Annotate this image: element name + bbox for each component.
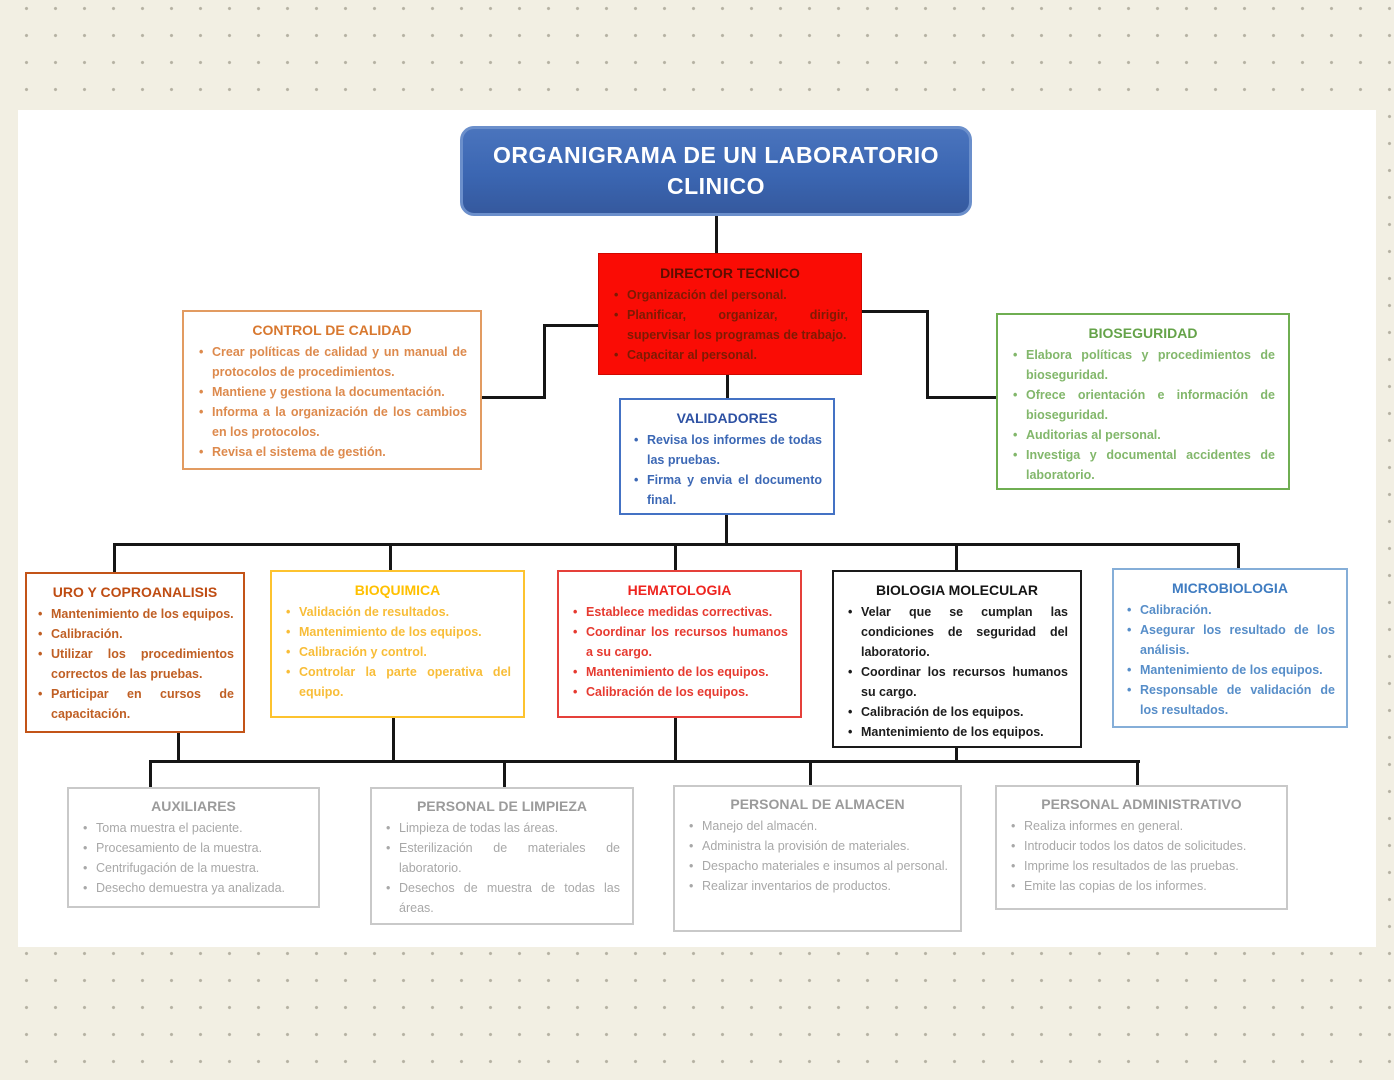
node-uro-y-coproanalisis: URO Y COPROANALISIS Mantenimiento de los…	[25, 572, 245, 733]
connector-director-left-v	[543, 324, 546, 399]
bullet-item: Responsable de validación de los resulta…	[1125, 680, 1335, 720]
node-control-de-calidad: CONTROL DE CALIDAD Crear políticas de ca…	[182, 310, 482, 470]
bullet-item: Mantenimiento de los equipos.	[284, 622, 511, 642]
bullet-item: Imprime los resultados de las pruebas.	[1009, 856, 1274, 876]
node-personal-administrativo: PERSONAL ADMINISTRATIVO Realiza informes…	[995, 785, 1288, 910]
bullet-item: Despacho materiales e insumos al persona…	[687, 856, 948, 876]
bullet-item: Mantiene y gestiona la documentación.	[197, 382, 467, 402]
bullet-item: Capacitar al personal.	[612, 345, 848, 365]
node-title: HEMATOLOGIA	[627, 582, 732, 598]
bullet-item: Auditorias al personal.	[1011, 425, 1275, 445]
connector-uro-bus2	[177, 733, 180, 762]
bullet-item: Organización del personal.	[612, 285, 848, 305]
bullet-item: Emite las copias de los informes.	[1009, 876, 1274, 896]
node-bioquimica: BIOQUIMICA Validación de resultados. Man…	[270, 570, 525, 718]
bullet-item: Realizar inventarios de productos.	[687, 876, 948, 896]
bullet-item: Introducir todos los datos de solicitude…	[1009, 836, 1274, 856]
bullet-item: Administra la provisión de materiales.	[687, 836, 948, 856]
node-personal-de-almacen: PERSONAL DE ALMACEN Manejo del almacén. …	[673, 785, 962, 932]
connector-director-validadores	[726, 374, 729, 399]
connector-drop-administrativo	[1136, 760, 1139, 785]
connector-director-left-h1	[543, 324, 599, 327]
bullet-item: Coordinar los recursos humanos su cargo.	[846, 662, 1068, 702]
node-validadores: VALIDADORES Revisa los informes de todas…	[619, 398, 835, 515]
node-title: AUXILIARES	[151, 798, 236, 814]
bullet-item: Calibración de los equipos.	[571, 682, 788, 702]
bullet-item: Firma y envia el documento final.	[632, 470, 822, 510]
node-title: BIOSEGURIDAD	[1088, 325, 1198, 341]
bullet-item: Calibración y control.	[284, 642, 511, 662]
connector-bus-row3	[149, 760, 1140, 763]
bullet-item: Centrifugación de la muestra.	[81, 858, 306, 878]
bullet-item: Calibración de los equipos.	[846, 702, 1068, 722]
bullet-item: Crear políticas de calidad y un manual d…	[197, 342, 467, 382]
connector-director-left-h2	[482, 396, 546, 399]
bullet-item: Planificar, organizar, dirigir, supervis…	[612, 305, 848, 345]
node-title: CONTROL DE CALIDAD	[252, 322, 412, 338]
connector-drop-microbiologia	[1237, 543, 1240, 568]
node-personal-de-limpieza: PERSONAL DE LIMPIEZA Limpieza de todas l…	[370, 787, 634, 925]
connector-validadores-bus	[725, 515, 728, 545]
bullet-item: Procesamiento de la muestra.	[81, 838, 306, 858]
connector-bioquimica-bus2	[392, 718, 395, 762]
node-auxiliares: AUXILIARES Toma muestra el paciente. Pro…	[67, 787, 320, 908]
node-title: PERSONAL DE LIMPIEZA	[416, 798, 588, 814]
bullet-item: Desecho demuestra ya analizada.	[81, 878, 306, 898]
bullet-item: Validación de resultados.	[284, 602, 511, 622]
bullet-item: Manejo del almacén.	[687, 816, 948, 836]
bullet-item: Utilizar los procedimientos correctos de…	[36, 644, 234, 684]
node-title: BIOQUIMICA	[354, 582, 441, 598]
bullet-item: Ofrece orientación e información de bios…	[1011, 385, 1275, 425]
node-title: DIRECTOR TECNICO	[660, 265, 800, 281]
node-title: PERSONAL ADMINISTRATIVO	[1041, 796, 1242, 812]
bullet-item: Investiga y documental accidentes de lab…	[1011, 445, 1275, 485]
node-title: BIOLOGIA MOLECULAR	[875, 582, 1039, 598]
connector-drop-uro	[113, 543, 116, 572]
bullet-item: Asegurar los resultado de los análisis.	[1125, 620, 1335, 660]
bullet-item: Calibración.	[1125, 600, 1335, 620]
node-bioseguridad: BIOSEGURIDAD Elabora políticas y procedi…	[996, 313, 1290, 490]
bullet-item: Realiza informes en general.	[1009, 816, 1274, 836]
bullet-item: Elabora políticas y procedimientos de bi…	[1011, 345, 1275, 385]
connector-title-director	[715, 216, 718, 254]
bullet-item: Coordinar los recursos humanos a su carg…	[571, 622, 788, 662]
bullet-item: Toma muestra el paciente.	[81, 818, 306, 838]
connector-biomol-bus2	[955, 748, 958, 762]
bullet-item: Controlar la parte operativa del equipo.	[284, 662, 511, 702]
bullet-item: Mantenimiento de los equipos.	[36, 604, 234, 624]
connector-hematologia-bus2	[674, 718, 677, 762]
bullet-item: Desechos de muestra de todas las áreas.	[384, 878, 620, 918]
bullet-item: Calibración.	[36, 624, 234, 644]
node-title: MICROBIOLOGIA	[1172, 580, 1288, 596]
node-title: PERSONAL DE ALMACEN	[730, 796, 905, 812]
connector-drop-bioquimica	[389, 543, 392, 570]
bullet-item: Mantenimiento de los equipos.	[846, 722, 1068, 742]
node-hematologia: HEMATOLOGIA Establece medidas correctiva…	[557, 570, 802, 718]
node-biologia-molecular: BIOLOGIA MOLECULAR Velar que se cumplan …	[832, 570, 1082, 748]
bullet-item: Establece medidas correctivas.	[571, 602, 788, 622]
node-title: URO Y COPROANALISIS	[52, 584, 218, 600]
node-title: VALIDADORES	[676, 410, 778, 426]
connector-drop-limpieza	[503, 760, 506, 787]
bullet-item: Revisa los informes de todas las pruebas…	[632, 430, 822, 470]
bullet-item: Mantenimiento de los equipos.	[1125, 660, 1335, 680]
bullet-item: Informa a la organización de los cambios…	[197, 402, 467, 442]
node-microbiologia: MICROBIOLOGIA Calibración. Asegurar los …	[1112, 568, 1348, 728]
diagram-title-text: ORGANIGRAMA DE UN LABORATORIO CLINICO	[493, 142, 939, 199]
connector-drop-biomol	[955, 543, 958, 570]
connector-drop-hematologia	[674, 543, 677, 570]
connector-drop-auxiliares	[149, 760, 152, 787]
bullet-item: Mantenimiento de los equipos.	[571, 662, 788, 682]
connector-director-right-h1	[861, 310, 929, 313]
bullet-item: Velar que se cumplan las condiciones de …	[846, 602, 1068, 662]
connector-director-right-v	[926, 310, 929, 399]
bullet-item: Esterilización de materiales de laborato…	[384, 838, 620, 878]
diagram-title: ORGANIGRAMA DE UN LABORATORIO CLINICO	[460, 126, 972, 216]
connector-drop-almacen	[809, 760, 812, 785]
bullet-item: Limpieza de todas las áreas.	[384, 818, 620, 838]
connector-director-right-h2	[926, 396, 996, 399]
bullet-item: Participar en cursos de capacitación.	[36, 684, 234, 724]
bullet-item: Revisa el sistema de gestión.	[197, 442, 467, 462]
node-director-tecnico: DIRECTOR TECNICO Organización del person…	[598, 253, 862, 375]
